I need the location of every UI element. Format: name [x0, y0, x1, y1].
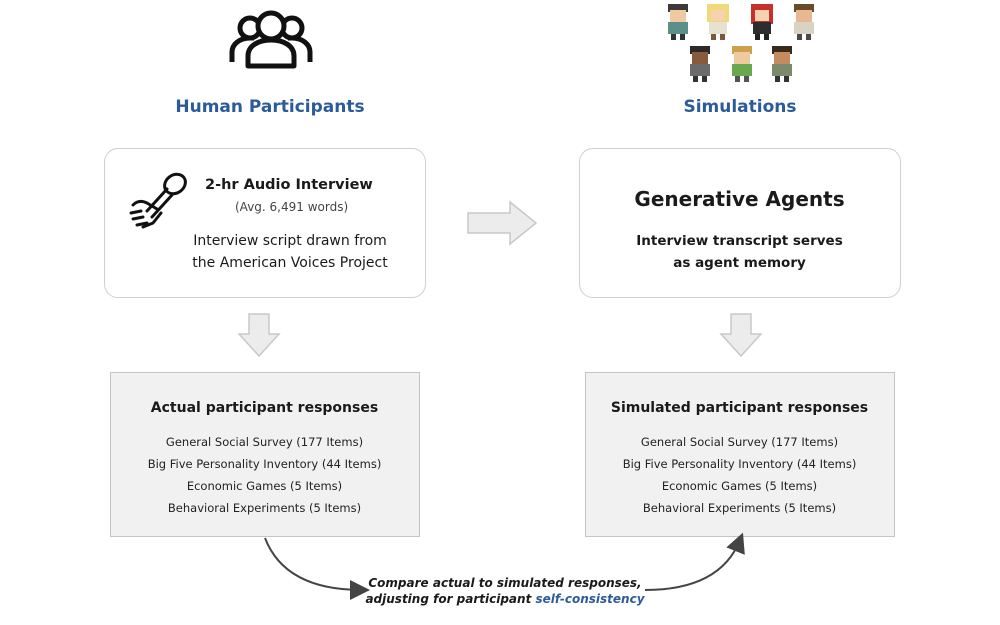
people-group-icon — [226, 8, 316, 72]
pixel-avatar-icon — [668, 4, 688, 40]
simulations-heading: Simulations — [683, 97, 797, 117]
interview-subtitle: (Avg. 6,491 words) — [235, 200, 349, 214]
script-line-2: the American Voices Project — [192, 255, 388, 271]
compare-line-1: Compare actual to simulated responses, — [368, 576, 642, 590]
script-line-1: Interview script drawn from — [193, 233, 387, 249]
pixel-avatar-icon — [751, 4, 773, 40]
list-item: Behavioral Experiments (5 Items) — [167, 501, 362, 515]
pixel-avatar-icon — [794, 4, 814, 40]
interview-title: 2-hr Audio Interview — [205, 177, 373, 193]
microphone-hand-icon — [125, 167, 191, 231]
curved-arrow-left — [264, 537, 370, 600]
compare-line-2: adjusting for participant self-consisten… — [360, 591, 650, 607]
list-item: Economic Games (5 Items) — [661, 479, 818, 493]
simulated-responses-title: Simulated participant responses — [610, 400, 869, 416]
pixel-avatar-icon — [772, 46, 792, 82]
down-arrow-right — [718, 312, 764, 358]
agents-title: Generative Agents — [634, 187, 845, 211]
human-participants-heading: Human Participants — [175, 97, 365, 117]
right-arrow — [466, 200, 540, 246]
simulated-items-list: General Social Survey (177 Items) Big Fi… — [586, 431, 893, 519]
compare-caption: Compare actual to simulated responses, a… — [360, 575, 650, 607]
pixel-avatar-icon — [732, 46, 752, 82]
actual-items-list: General Social Survey (177 Items) Big Fi… — [111, 431, 418, 519]
list-item: General Social Survey (177 Items) — [640, 435, 839, 449]
curved-arrow-right — [644, 532, 745, 591]
simulated-responses-box: Simulated participant responses General … — [585, 372, 895, 537]
generative-agents-box: Generative Agents Interview transcript s… — [579, 148, 901, 298]
actual-responses-title: Actual participant responses — [150, 400, 379, 416]
list-item: General Social Survey (177 Items) — [165, 435, 364, 449]
pixel-avatar-icon — [690, 46, 710, 82]
compare-line-2-prefix: adjusting for participant — [365, 592, 536, 606]
down-arrow-left — [236, 312, 282, 358]
memory-line-1: Interview transcript serves — [636, 233, 843, 249]
memory-line-2: as agent memory — [673, 255, 806, 271]
audio-interview-box: 2-hr Audio Interview (Avg. 6,491 words) … — [104, 148, 426, 298]
pixel-avatar-group — [660, 0, 825, 90]
list-item: Big Five Personality Inventory (44 Items… — [147, 457, 382, 471]
list-item: Big Five Personality Inventory (44 Items… — [622, 457, 857, 471]
self-consistency-highlight: self-consistency — [535, 592, 645, 606]
list-item: Behavioral Experiments (5 Items) — [642, 501, 837, 515]
pixel-avatar-icon — [707, 4, 729, 40]
list-item: Economic Games (5 Items) — [186, 479, 343, 493]
actual-responses-box: Actual participant responses General Soc… — [110, 372, 420, 537]
